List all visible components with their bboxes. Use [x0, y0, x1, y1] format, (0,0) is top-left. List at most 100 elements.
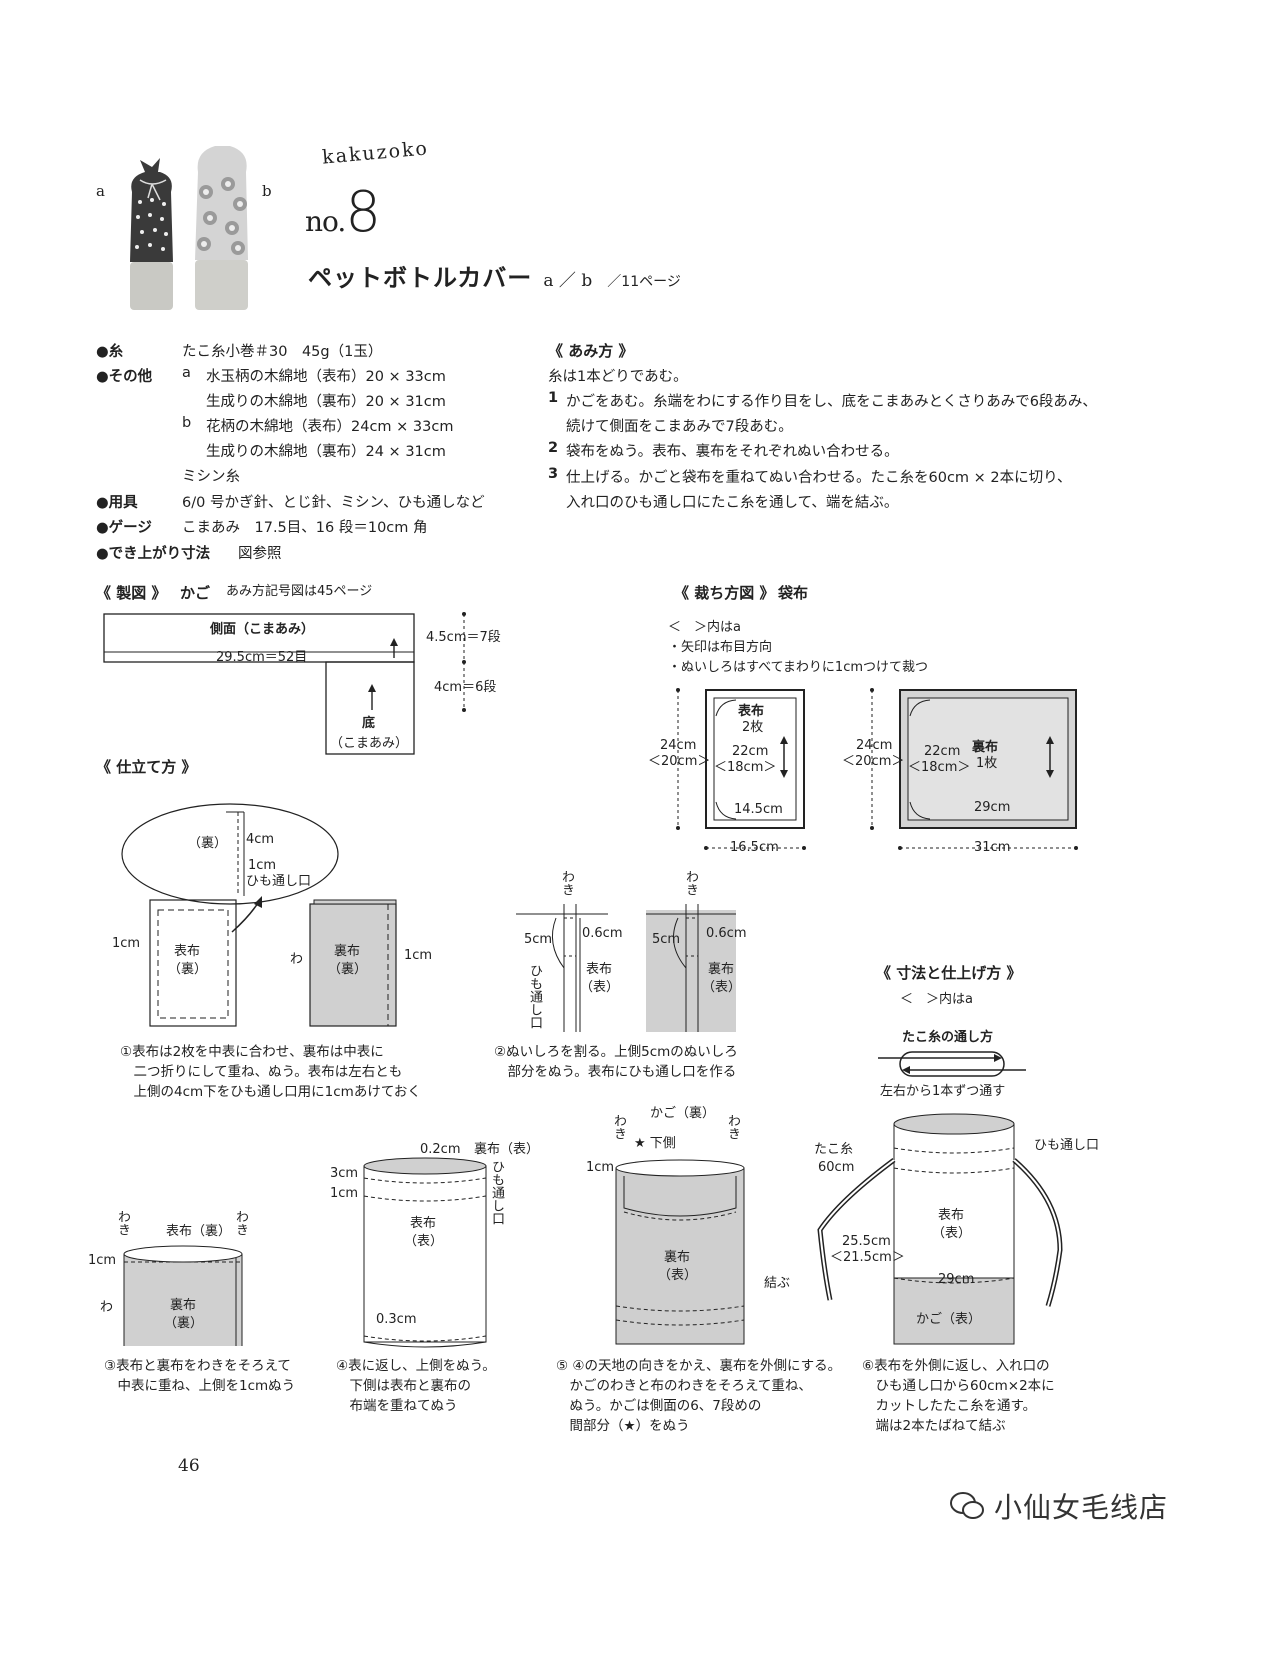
- s5-star: ★ 下側: [634, 1136, 676, 1151]
- zoom-1cm: 1cm: [248, 858, 277, 873]
- side-width: 29.5cm＝52目: [216, 650, 308, 665]
- s1-caption-3: 上側の4cm下をひも通し口用に1cmあけておく: [120, 1084, 421, 1100]
- s1-lining: 裏布: [334, 944, 361, 959]
- finish-outer-side: （表）: [932, 1226, 972, 1241]
- s2-06: 0.6cm: [582, 926, 623, 941]
- tools-label: ●用具: [96, 495, 138, 511]
- side-label: 側面（こまあみ）: [210, 622, 315, 637]
- gauge-label: ●ゲージ: [96, 520, 152, 536]
- s2-caption-1: ②ぬいしろを割る。上側5cmのぬいしろ: [494, 1044, 738, 1060]
- s5-basket: かご（裏）: [650, 1106, 716, 1121]
- other-b-key: b: [182, 415, 192, 431]
- s5-lining-side: （表）: [658, 1268, 698, 1283]
- s2-outer: 表布: [586, 962, 613, 977]
- lining-count: 1枚: [976, 756, 998, 771]
- method-step-2-line1: 袋布をぬう。表布、裏布をそれぞれぬい合わせる。: [566, 444, 899, 460]
- photo-label-b: b: [262, 182, 272, 200]
- s4-outer-side: （表）: [404, 1234, 444, 1249]
- step2-diagram: [516, 904, 736, 1032]
- s4-caption-3: 布端を重ねてぬう: [336, 1398, 458, 1414]
- zoom-4cm: 4cm: [246, 832, 275, 847]
- series-label: kakuzoko: [321, 137, 430, 169]
- finish-basket: かご（表）: [916, 1312, 982, 1327]
- pattern-diagram: [103, 612, 466, 755]
- outer-label: 表布: [738, 704, 765, 719]
- cutting-note-2: ・矢印は布目方向: [668, 640, 773, 655]
- other-b1: 花柄の木綿地（表布）24cm × 33cm: [206, 419, 454, 435]
- finish-caption-2: ひも通し口から60cm×2本に: [862, 1378, 1055, 1394]
- s2-waki2: わき: [683, 870, 698, 896]
- s5-caption-1: ⑤ ④の天地の向きをかえ、裏布を外側にする。: [556, 1358, 842, 1374]
- s3-fold: わ: [100, 1300, 114, 1315]
- s3-caption-1: ③表布と裏布をわきをそろえて: [104, 1358, 291, 1374]
- other-b2: 生成りの木綿地（裏布）24 × 31cm: [206, 444, 446, 460]
- size-value: 図参照: [238, 546, 282, 562]
- s4-caption-1: ④表に返し、上側をぬう。: [336, 1358, 496, 1374]
- yarn-value: たこ糸小巻＃30 45g（1玉）: [182, 344, 383, 360]
- number-prefix: no.: [305, 205, 346, 238]
- s4-caption-2: 下側は表布と裏布の: [336, 1378, 471, 1394]
- s1-margin: 1cm: [112, 936, 141, 951]
- watermark-text: 小仙女毛线店: [994, 1491, 1169, 1524]
- outer-count: 2枚: [742, 720, 764, 735]
- side-height: 4.5cm＝7段: [426, 630, 501, 645]
- bottom-height: 4cm＝6段: [434, 680, 497, 695]
- s1-margin2: 1cm: [404, 948, 433, 963]
- outer-inner-h: 22cm: [732, 744, 769, 759]
- s3-lining: 裏布: [170, 1298, 197, 1313]
- s1-outer-side: （裏）: [168, 962, 208, 977]
- product-photo: [100, 132, 270, 312]
- s4-03: 0.3cm: [376, 1312, 417, 1327]
- s4-slot: ひも通し口: [489, 1160, 504, 1225]
- yarn-label: ●糸: [96, 344, 124, 360]
- finish-caption-4: 端は2本たばねて結ぶ: [862, 1418, 1006, 1434]
- s3-caption-2: 中表に重ね、上側を1cmぬう: [104, 1378, 296, 1394]
- s3-top: 表布（裏）: [166, 1224, 232, 1239]
- page-number: 46: [178, 1456, 200, 1476]
- cutting-note-3: ・ぬいしろはすべてまわりに1cmつけて裁つ: [668, 660, 929, 675]
- s4-lining-face: 裏布（表）: [474, 1142, 540, 1157]
- s5-caption-3: ぬう。かごは側面の6、7段めの: [556, 1398, 762, 1414]
- s3-waki-l: わき: [115, 1210, 130, 1236]
- s2-slot: ひも通し口: [527, 964, 542, 1029]
- finish-height-a: ＜21.5cm＞: [830, 1250, 905, 1265]
- method-step-3-line1: 仕上げる。かごと袋布を重ねてぬい合わせる。たこ糸を60cm × 2本に切り、: [566, 470, 1072, 486]
- s2-5cm2: 5cm: [652, 932, 681, 947]
- s2-lining-side: （表）: [702, 980, 742, 995]
- method-step-1-line2: 続けて側面をこまあみで7段あむ。: [566, 419, 793, 435]
- s2-waki: わき: [559, 870, 574, 896]
- pattern-number: no.8: [305, 180, 381, 245]
- finish-height: 25.5cm: [842, 1234, 891, 1249]
- s5-caption-4: 間部分（★）をぬう: [556, 1418, 690, 1434]
- finish-outer: 表布: [938, 1208, 965, 1223]
- bottom-label: 底: [362, 716, 376, 731]
- method-step-1-line1: かごをあむ。糸端をわにする作り目をし、底をこまあみとくさりあみで6段あみ、: [566, 394, 1097, 410]
- method-step-3-line2: 入れ口のひも通し口にたこ糸を通して、端を結ぶ。: [566, 495, 899, 511]
- step5-diagram: [615, 1159, 745, 1345]
- finish-heading: 《 寸法と仕上げ方 》: [876, 964, 1022, 982]
- s5-lining: 裏布: [664, 1250, 691, 1265]
- cutting-note-1: ＜ ＞内はa: [668, 620, 741, 635]
- threading-diagram: [878, 1051, 1026, 1077]
- title-variants: a ／ b: [543, 271, 593, 291]
- outer-inner-h-a: ＜18cm＞: [714, 760, 777, 775]
- s3-waki-r: わき: [233, 1210, 248, 1236]
- s2-lining: 裏布: [708, 962, 735, 977]
- other-thread: ミシン糸: [182, 469, 240, 485]
- lining-inner-h-a: ＜18cm＞: [908, 760, 971, 775]
- s2-062: 0.6cm: [706, 926, 747, 941]
- s5-waki-r: わき: [725, 1114, 740, 1140]
- assembly-heading: 《 仕立て方 》: [96, 758, 197, 776]
- watermark: 小仙女毛线店: [950, 1486, 1168, 1526]
- step1-diagram: [121, 803, 397, 1027]
- method-heading: 《 あみ方 》: [548, 342, 634, 360]
- number-value: 8: [345, 180, 381, 245]
- s1-fold: わ: [290, 952, 304, 967]
- threading-title: たこ糸の通し方: [902, 1030, 994, 1045]
- s2-caption-2: 部分をぬう。表布にひも通し口を作る: [494, 1064, 737, 1080]
- finish-width: 29cm: [938, 1272, 975, 1287]
- s5-1cm: 1cm: [586, 1160, 615, 1175]
- s1-caption-1: ①表布は2枚を中表に合わせ、裏布は中表に: [120, 1044, 384, 1060]
- other-a-key: a: [182, 365, 191, 381]
- outer-h-a: ＜20cm＞: [648, 754, 711, 769]
